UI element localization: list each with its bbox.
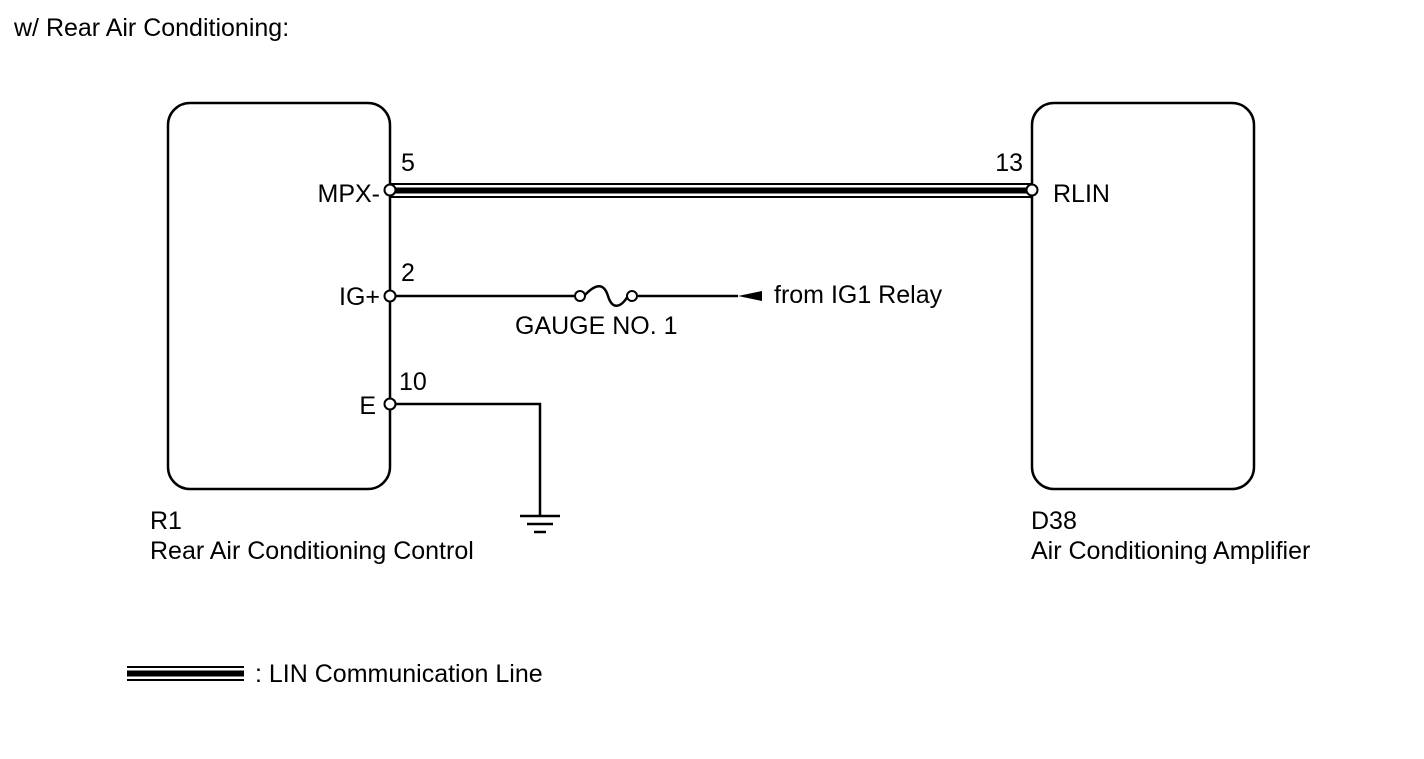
fuse-symbol	[583, 285, 630, 307]
left-component-name: Rear Air Conditioning Control	[150, 537, 474, 565]
left-component-code: R1	[150, 507, 182, 535]
terminal-rlin-label: RLIN	[1053, 180, 1110, 208]
terminal-mpx-label: MPX-	[318, 180, 381, 208]
ground-wire	[390, 402, 542, 516]
pin-number-e: 10	[399, 368, 427, 396]
pin-mpx	[383, 183, 397, 197]
pin-e	[383, 397, 397, 411]
pin-number-rlin: 13	[995, 149, 1023, 177]
ac-amplifier-box	[1030, 101, 1256, 491]
pin-ig	[383, 289, 397, 303]
right-component-name: Air Conditioning Amplifier	[1031, 537, 1310, 565]
pin-rlin	[1025, 183, 1039, 197]
arrow-icon	[738, 291, 762, 301]
right-component-code: D38	[1031, 507, 1077, 535]
fuse-label: GAUGE NO. 1	[515, 312, 678, 340]
diagram-heading: w/ Rear Air Conditioning:	[13, 14, 289, 42]
ground-icon	[520, 514, 560, 534]
legend-lin-line-swatch	[127, 666, 244, 681]
terminal-e-label: E	[359, 392, 376, 420]
lin-communication-wire	[390, 183, 1032, 198]
pin-number-ig: 2	[401, 259, 415, 287]
legend-label: : LIN Communication Line	[255, 660, 543, 688]
source-label: from IG1 Relay	[774, 281, 943, 309]
fuse-terminal-right	[626, 290, 638, 302]
pin-number-mpx: 5	[401, 149, 415, 177]
fuse-terminal-left	[574, 290, 586, 302]
terminal-ig-label: IG+	[339, 283, 380, 311]
